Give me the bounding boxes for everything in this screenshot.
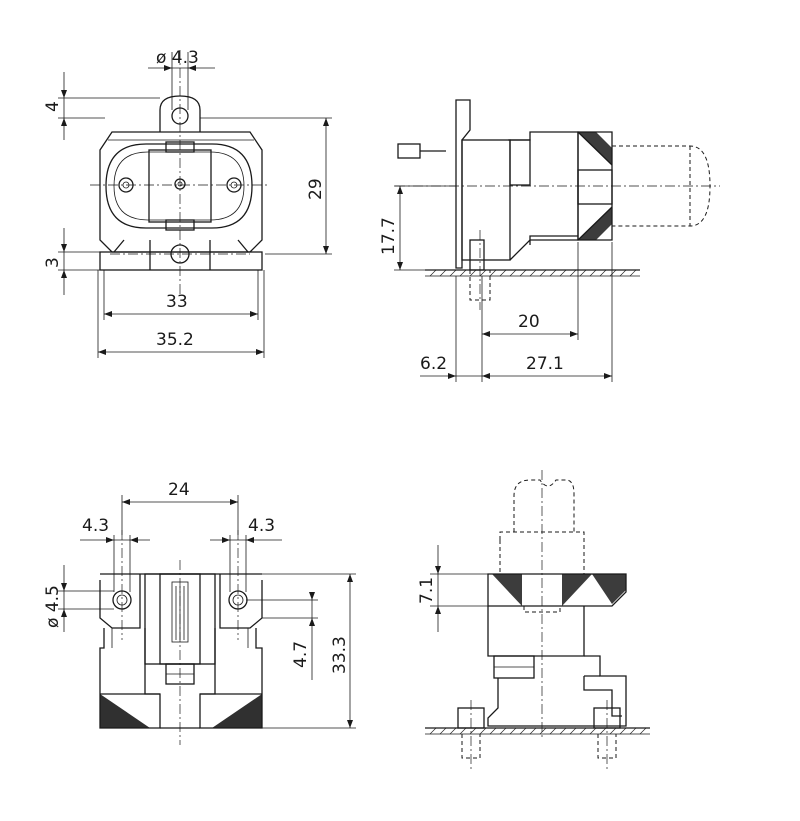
dim-top-slot-height: 7.1 bbox=[417, 577, 437, 604]
dim-rear-hole-offset: 4.7 bbox=[291, 641, 311, 668]
side-view: 17.7 20 6.2 27.1 bbox=[379, 99, 720, 382]
rear-view: 24 4.3 4.3 ø 4.5 4.7 33.3 bbox=[43, 480, 356, 745]
dim-front-ear-height: 4 bbox=[43, 101, 63, 112]
dim-front-outer-width: 35.2 bbox=[156, 330, 194, 350]
dim-rear-hole-dia: ø 4.5 bbox=[43, 585, 63, 628]
front-view: ø 4.3 4 29 3 33 35.2 bbox=[43, 48, 332, 358]
dim-front-hole-dia: ø 4.3 bbox=[156, 48, 199, 68]
dim-rear-hole-left: 4.3 bbox=[82, 516, 109, 536]
dim-rear-hole-spacing: 24 bbox=[168, 480, 190, 500]
dim-front-inner-width: 33 bbox=[166, 292, 188, 312]
dim-front-base-height: 3 bbox=[43, 257, 63, 268]
dim-side-axis-height: 17.7 bbox=[379, 217, 399, 255]
dim-side-flange-offset: 6.2 bbox=[420, 354, 447, 374]
dim-side-total-depth: 27.1 bbox=[526, 354, 564, 374]
top-side-view: 7.1 bbox=[417, 470, 650, 770]
dim-side-depth: 20 bbox=[518, 312, 540, 332]
dim-rear-hole-right: 4.3 bbox=[248, 516, 275, 536]
dim-rear-height: 33.3 bbox=[330, 636, 350, 674]
dim-front-height: 29 bbox=[306, 178, 326, 200]
